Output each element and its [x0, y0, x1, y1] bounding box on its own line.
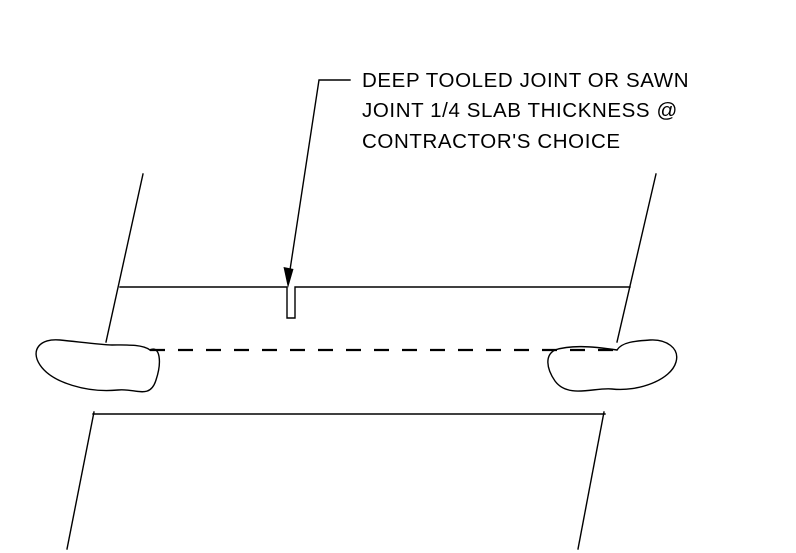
callout-note: DEEP TOOLED JOINT OR SAWN JOINT 1/4 SLAB… [362, 69, 689, 153]
right-break-symbol [547, 339, 678, 392]
callout-line-3: CONTRACTOR'S CHOICE [362, 130, 621, 153]
callout-leader [283, 79, 351, 288]
left-slab-edge [66, 173, 144, 550]
left-edge-lower [66, 411, 95, 550]
leader-arrowhead [283, 267, 294, 288]
leader-line [287, 79, 351, 284]
right-edge-upper [616, 173, 657, 343]
slab-top-surface [119, 286, 631, 319]
callout-line-2: JOINT 1/4 SLAB THICKNESS @ [362, 99, 678, 122]
left-edge-upper [105, 173, 144, 343]
right-edge-lower [577, 411, 605, 550]
left-break-symbol [35, 339, 161, 393]
right-slab-edge [577, 173, 657, 550]
callout-line-1: DEEP TOOLED JOINT OR SAWN [362, 69, 689, 92]
